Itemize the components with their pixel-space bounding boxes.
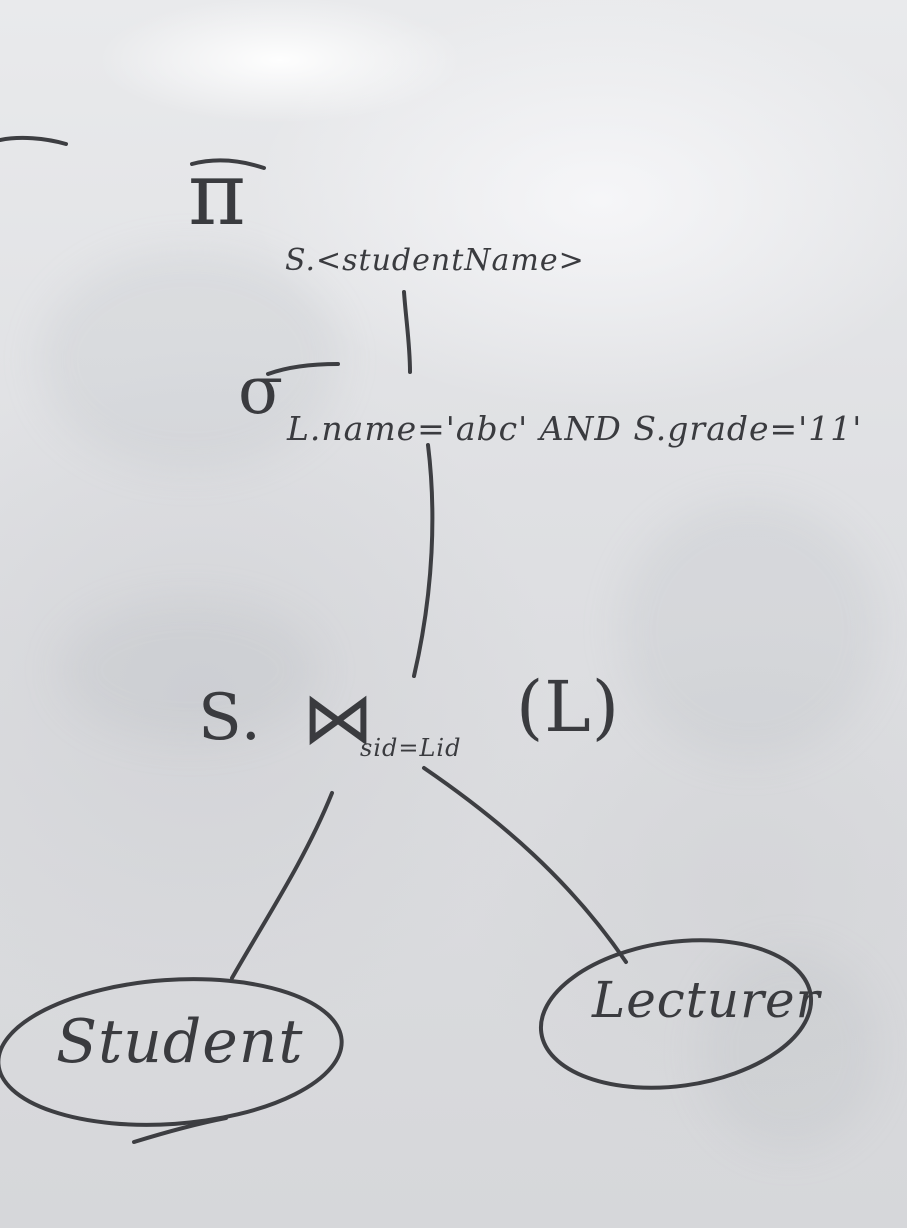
- selection-condition: L.name='abc' AND S.grade='11': [287, 409, 863, 448]
- eraser-smudge: [60, 600, 320, 740]
- eraser-smudge: [700, 950, 880, 1150]
- student-relation-ellipse: [0, 977, 344, 1127]
- lecturer-relation-ellipse: [538, 938, 814, 1090]
- edge-join-student: [230, 791, 334, 980]
- join-condition: sid=Lid: [360, 734, 462, 762]
- board-edge-stroke: [0, 135, 68, 146]
- projection-attributes: S.<studentName>: [285, 243, 585, 278]
- join-right-alias: (L): [516, 666, 621, 748]
- pi-bar-stroke: [190, 158, 266, 170]
- edge-selection-join: [412, 443, 435, 678]
- student-underline-stroke: [132, 1116, 228, 1144]
- student-relation-label: Student: [56, 1007, 304, 1077]
- edge-projection-selection: [402, 290, 412, 374]
- join-symbol: ⋈: [302, 676, 375, 760]
- join-left-alias: S.: [198, 681, 262, 755]
- eraser-smudge: [620, 500, 880, 760]
- eraser-smudge: [40, 250, 340, 470]
- lecturer-relation-label: Lecturer: [592, 971, 821, 1029]
- projection-symbol: π: [188, 142, 247, 245]
- selection-symbol: σ: [238, 352, 285, 429]
- edge-join-lecturer: [422, 766, 628, 964]
- sigma-bar-stroke: [266, 362, 340, 376]
